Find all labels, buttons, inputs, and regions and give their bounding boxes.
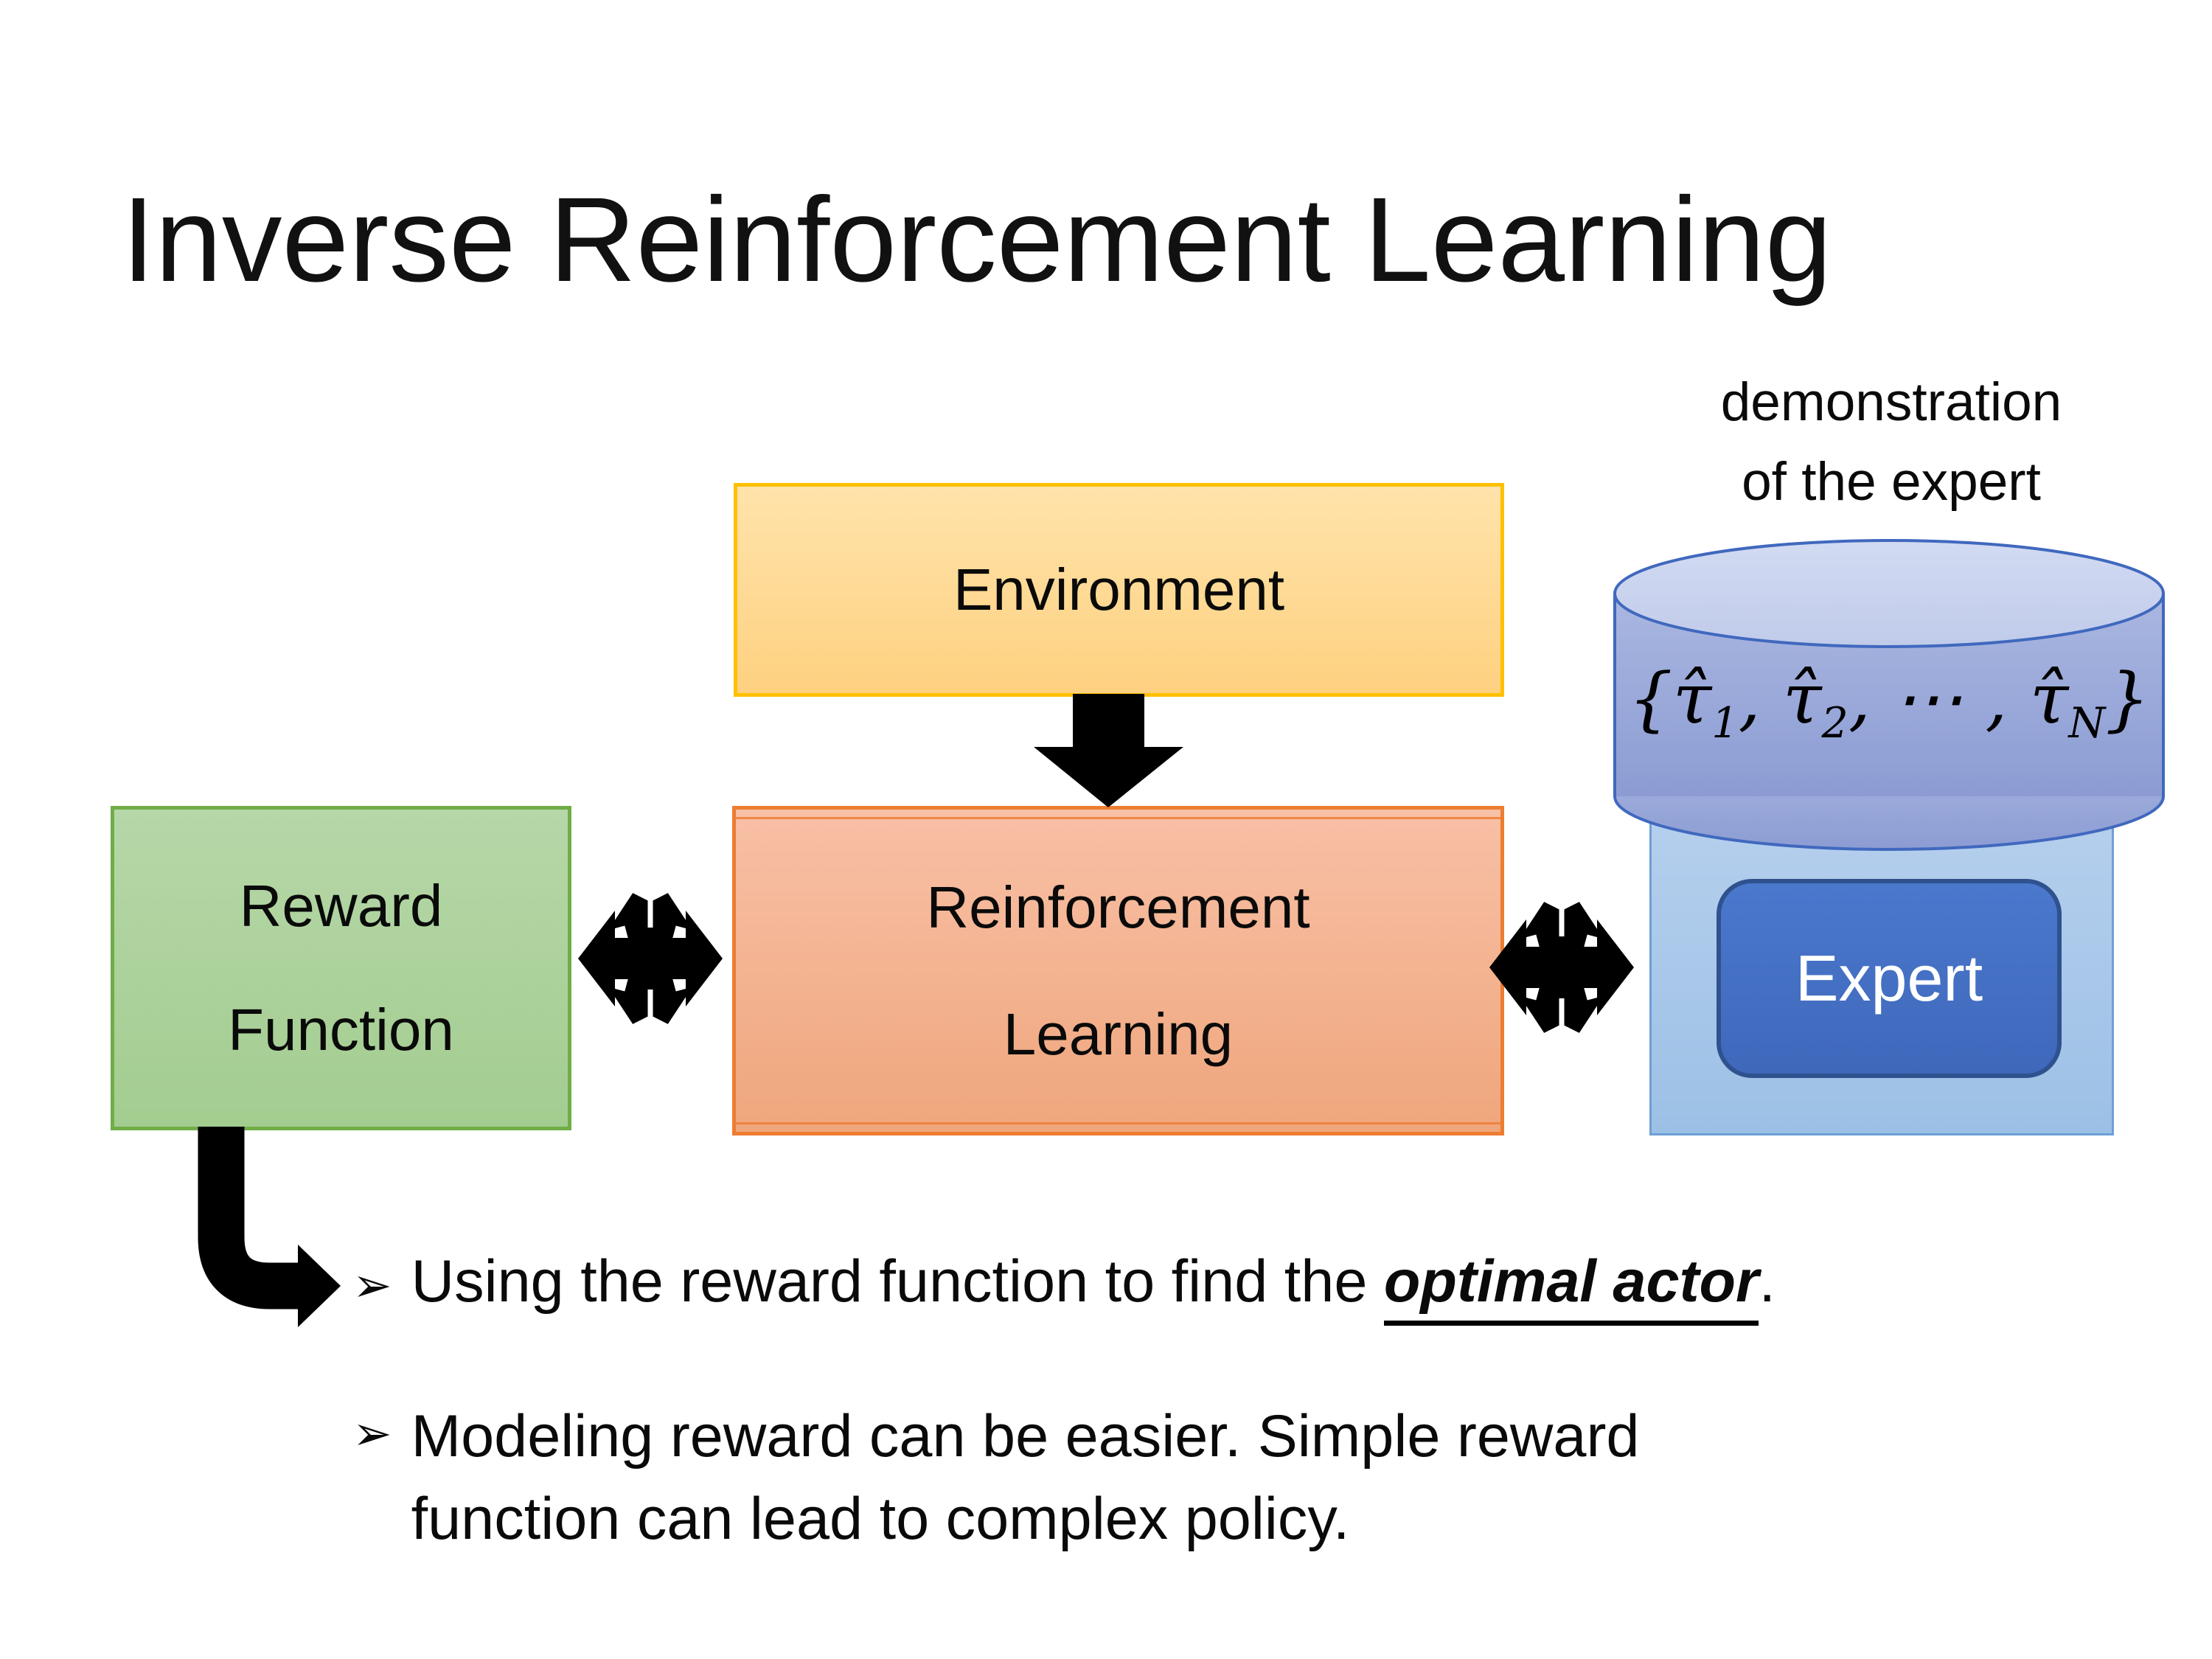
bullet-1-text: Using the reward function to find the op… [411,1248,1775,1326]
formula-tau1: τ̂ [1672,658,1712,740]
rl-expert-bidirectional-arrow-icon [1489,893,1634,1042]
reward-label-line2: Function [228,997,454,1062]
formula-open-brace: { [1628,658,1673,740]
reinforcement-learning-box: Reinforcement Learning [732,806,1504,1135]
bullet-item-2: ➢ Modeling reward can be easier. Simple … [352,1396,2159,1561]
bullet-2-text: Modeling reward can be easier. Simple re… [411,1396,1640,1561]
bullet-2-line2: function can lead to complex policy. [411,1485,1350,1552]
environment-box: Environment [734,483,1504,697]
reward-function-label: Reward Function [228,844,454,1092]
rl-inner-top-line [736,817,1500,819]
demonstration-label-line2: of the expert [1742,452,2041,512]
reward-function-box: Reward Function [111,806,571,1130]
bullet-1-pre: Using the reward function to find the [411,1248,1384,1315]
bullet-1-emphasis: optimal actor [1383,1248,1759,1326]
down-arrow-icon [1034,694,1183,807]
formula-dots: , ⋯ , [1848,658,2030,740]
formula-subN: N [2068,699,2106,748]
formula-sub1: 1 [1711,699,1739,748]
formula-sep1: , [1738,658,1783,740]
elbow-arrow-icon [198,1127,341,1327]
expert-box: Expert [1717,879,2062,1078]
formula-close-brace: } [2105,658,2150,740]
trajectory-set-formula: {τ̂1, τ̂2, ⋯ , τ̂N} [1622,658,2156,745]
bullet-2-line1: Modeling reward can be easier. Simple re… [411,1403,1640,1470]
reward-rl-bidirectional-arrow-icon [578,884,723,1033]
demonstration-label-line1: demonstration [1720,372,2062,432]
arrowhead-bullet-icon: ➢ [352,1259,392,1312]
formula-tau2: τ̂ [1782,658,1822,740]
rl-label-line2: Learning [1003,1001,1234,1067]
reinforcement-learning-label: Reinforcement Learning [926,844,1310,1098]
arrowhead-bullet-icon: ➢ [352,1407,392,1460]
page-title: Inverse Reinforcement Learning [122,172,1832,307]
environment-label: Environment [953,557,1285,622]
bullet-item-1: ➢ Using the reward function to find the … [352,1248,2159,1326]
rl-inner-bottom-line [736,1122,1500,1124]
bullet-1-period: . [1759,1248,1775,1315]
expert-label: Expert [1795,942,1983,1015]
formula-tauN: τ̂ [2029,658,2069,740]
reward-label-line1: Reward [239,873,443,939]
demonstration-label: demonstration of the expert [1585,363,2197,522]
formula-sub2: 2 [1821,699,1848,748]
rl-label-line1: Reinforcement [926,874,1310,940]
